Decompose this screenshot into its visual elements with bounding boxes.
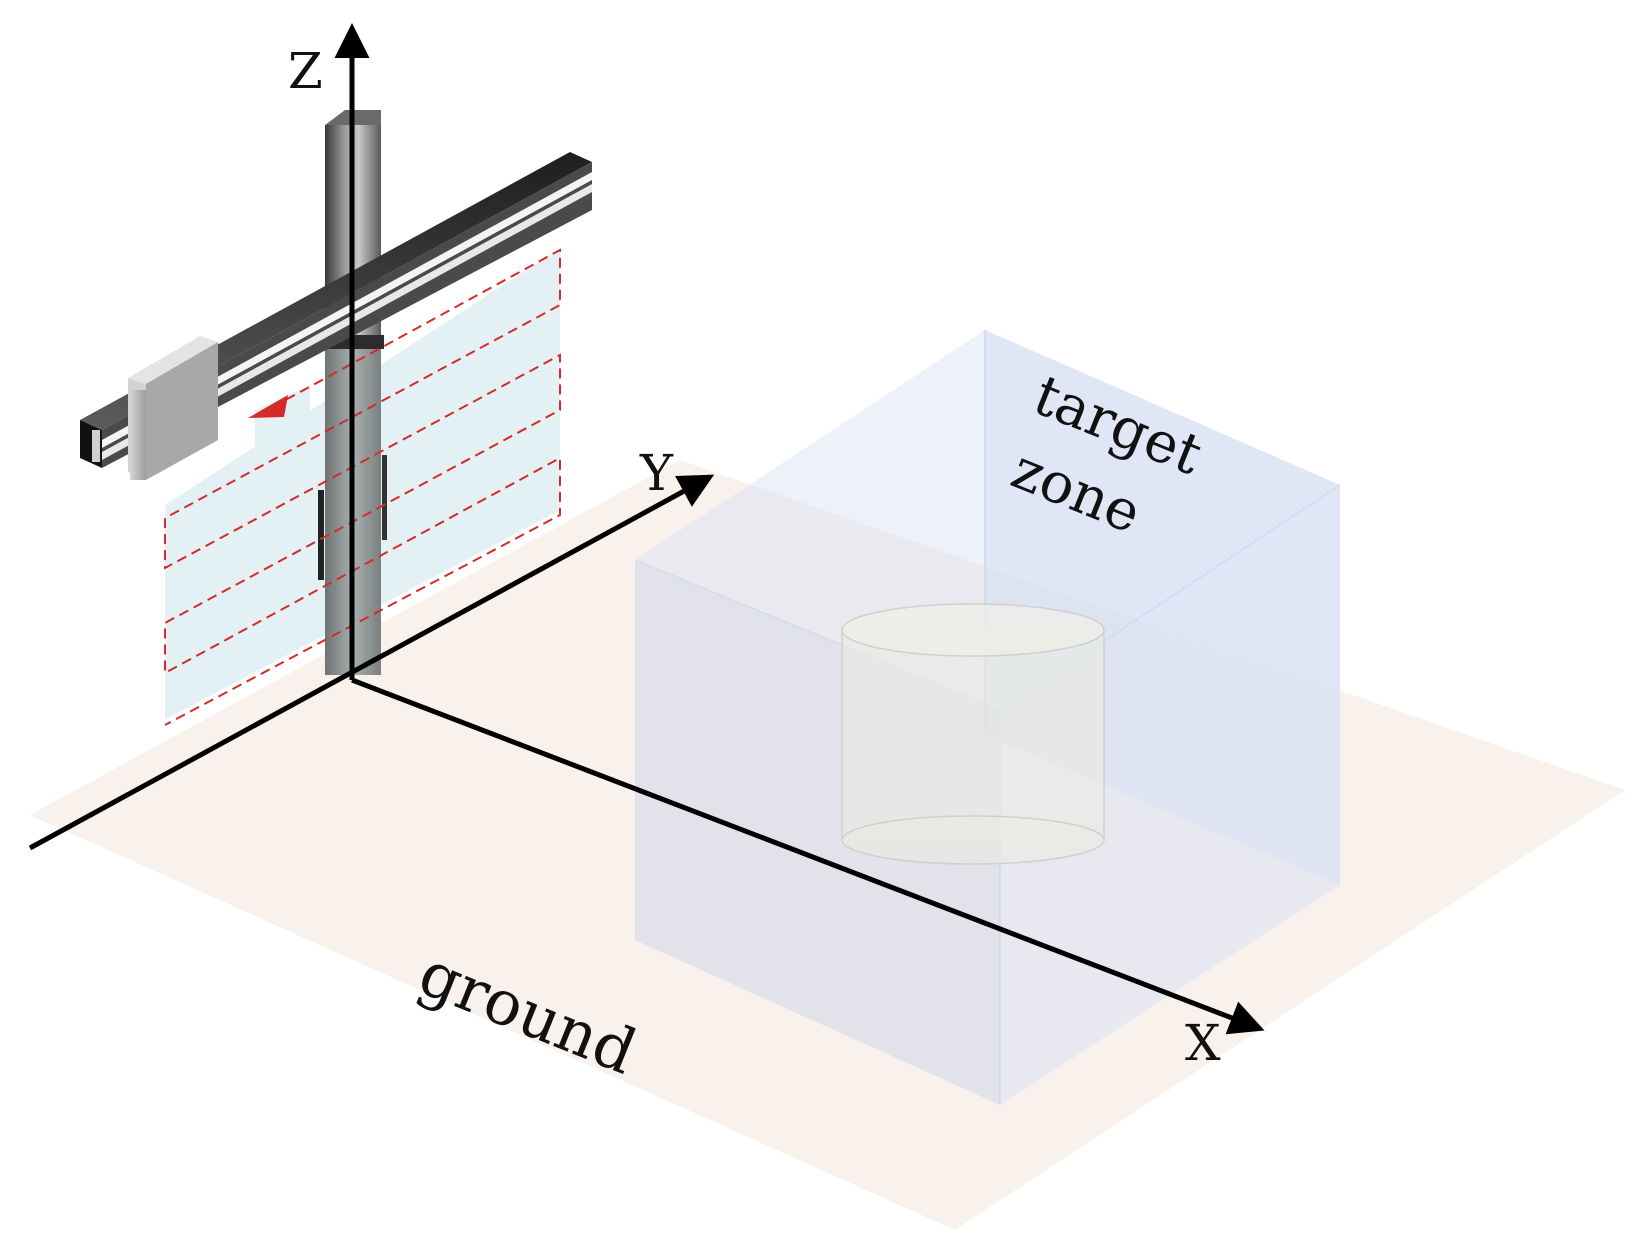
y-axis-label: Y (639, 444, 674, 502)
x-axis-label: X (1185, 1014, 1221, 1072)
cylinder-object (841, 603, 1105, 865)
scan-path-dashes (164, 248, 561, 726)
sensor-head (128, 336, 218, 480)
scan-direction-arrow-icon (248, 395, 288, 418)
axes (28, 23, 1265, 1035)
x-axis-line (351, 677, 1265, 1035)
z-axis-label: Z (288, 42, 323, 100)
y-axis-line (28, 474, 715, 851)
gantry-rail (80, 152, 592, 468)
